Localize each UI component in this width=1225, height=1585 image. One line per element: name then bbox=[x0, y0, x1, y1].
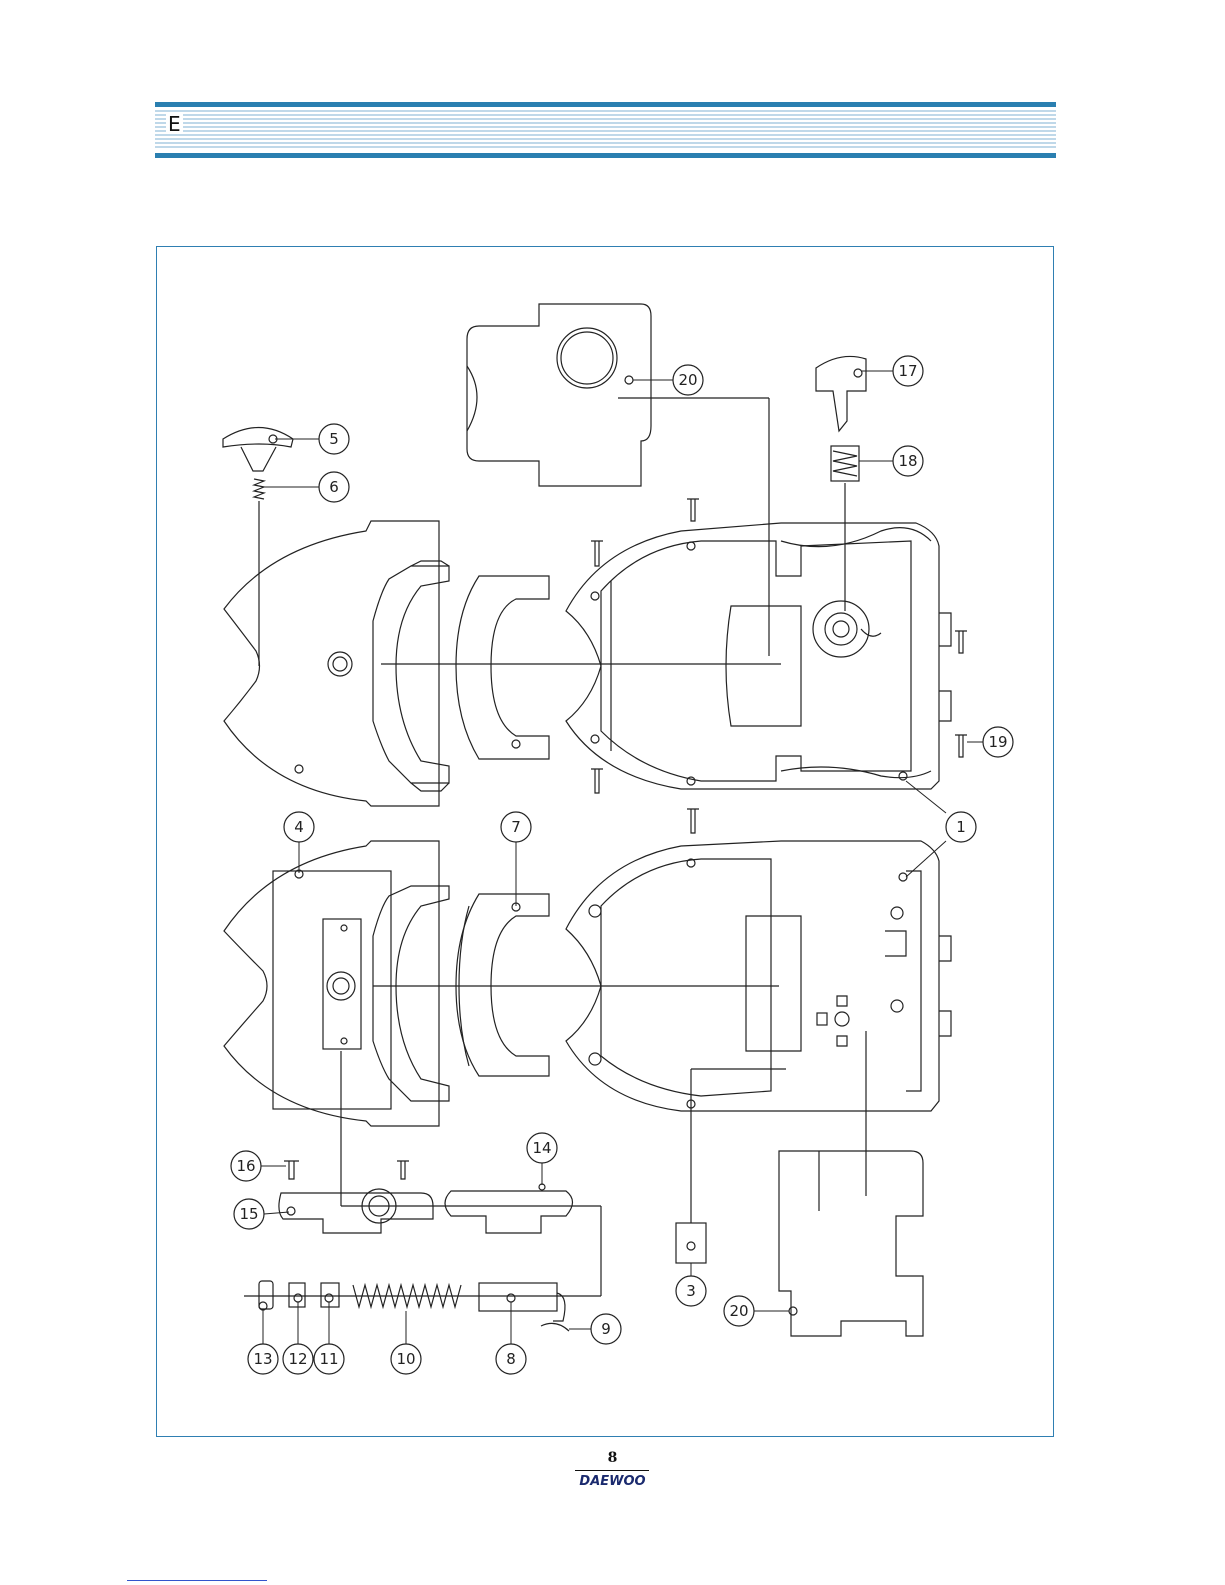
part-upper-inner-frame bbox=[373, 561, 449, 791]
diagram-drawing: 20 17 5 18 6 19 4 7 1 14 16 15 3 20 9 13… bbox=[157, 247, 1055, 1438]
callout-label: 17 bbox=[898, 362, 917, 380]
exploded-parts-diagram: 20 17 5 18 6 19 4 7 1 14 16 15 3 20 9 13… bbox=[156, 246, 1054, 1437]
part-main-upper-body bbox=[566, 523, 951, 789]
part-handle-upper bbox=[456, 576, 549, 759]
part-slider bbox=[445, 1184, 573, 1233]
brand-logo: DAEWOO bbox=[0, 1474, 1225, 1489]
section-header-band bbox=[155, 102, 1056, 158]
callout-label: 8 bbox=[506, 1350, 516, 1368]
callout-label: 9 bbox=[601, 1320, 611, 1338]
part-spring bbox=[831, 446, 859, 481]
callout-label: 18 bbox=[898, 452, 917, 470]
bottom-link-underline[interactable] bbox=[127, 1580, 267, 1581]
page-number: 8 bbox=[0, 1450, 1225, 1466]
part-block bbox=[676, 1223, 706, 1263]
callout-label: 1 bbox=[956, 818, 966, 836]
brand-divider bbox=[575, 1470, 649, 1471]
part-handle-lower bbox=[456, 894, 549, 1076]
section-letter: E bbox=[166, 114, 183, 134]
part-main-lower-body bbox=[566, 841, 951, 1111]
callout-label: 10 bbox=[396, 1350, 415, 1368]
callout-label: 20 bbox=[678, 371, 697, 389]
part-plate-lower bbox=[779, 1151, 923, 1336]
callout-label: 5 bbox=[329, 430, 339, 448]
callout-label: 7 bbox=[511, 818, 521, 836]
part-clip bbox=[816, 356, 866, 431]
callout-label: 12 bbox=[288, 1350, 307, 1368]
part-knob bbox=[223, 428, 293, 500]
callout-label: 13 bbox=[253, 1350, 272, 1368]
callout-label: 11 bbox=[319, 1350, 338, 1368]
part-cover-top bbox=[467, 304, 651, 486]
callout-label: 20 bbox=[729, 1302, 748, 1320]
callout-label: 16 bbox=[236, 1157, 255, 1175]
part-bracket bbox=[279, 1189, 433, 1233]
callout-label: 15 bbox=[239, 1205, 258, 1223]
callout-label: 14 bbox=[532, 1139, 551, 1157]
callout-label: 19 bbox=[988, 733, 1007, 751]
callout-label: 3 bbox=[686, 1282, 696, 1300]
part-lower-left-shell bbox=[224, 841, 449, 1126]
screws-lower bbox=[284, 1161, 409, 1179]
callout-label: 6 bbox=[329, 478, 339, 496]
callout-label: 4 bbox=[294, 818, 304, 836]
